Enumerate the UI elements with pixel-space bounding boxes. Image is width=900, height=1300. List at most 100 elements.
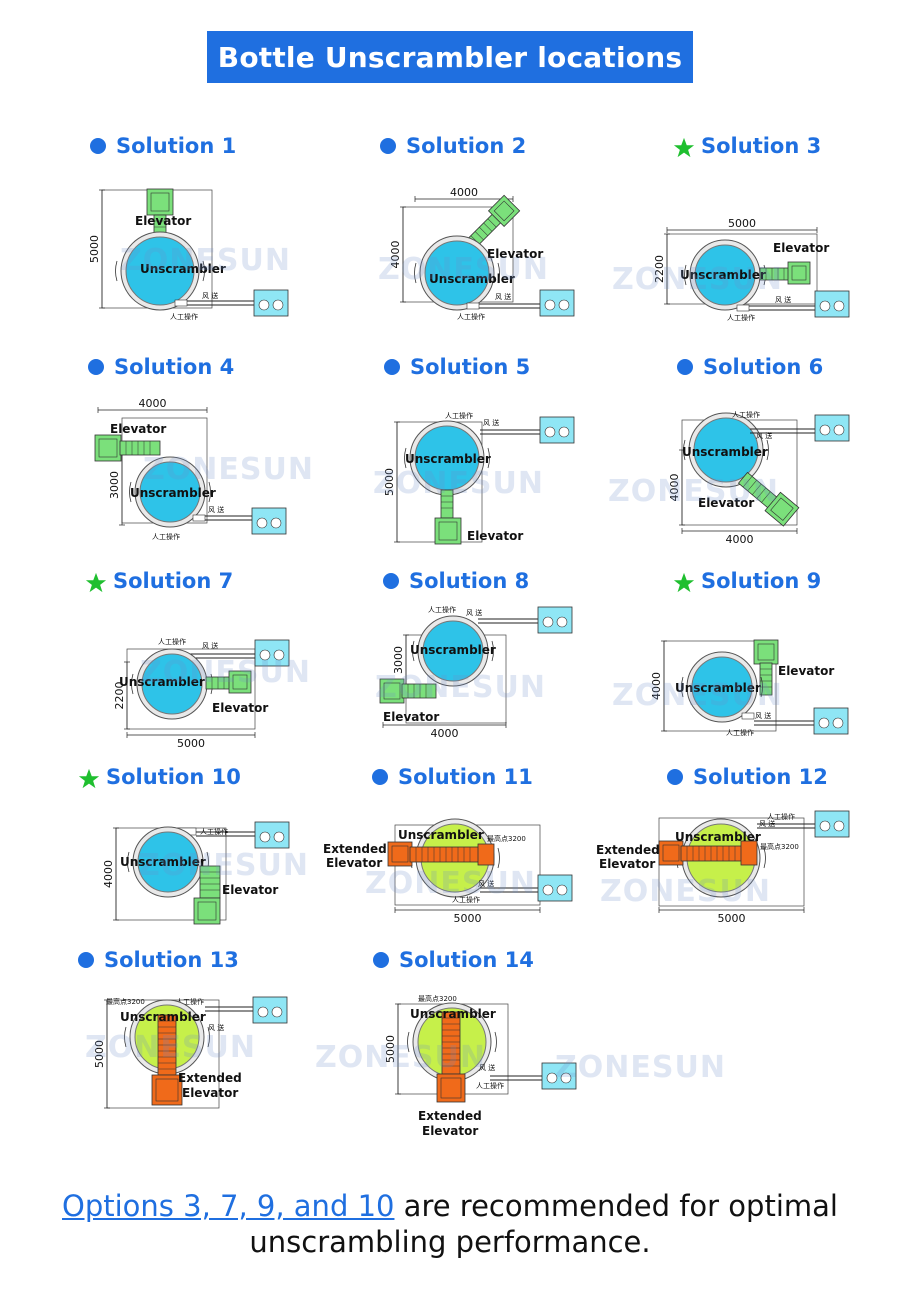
bullet-dot-icon xyxy=(677,359,693,375)
manual-label: 人工操作 xyxy=(445,411,473,420)
station-hole xyxy=(271,1006,283,1018)
bullet-dot-icon xyxy=(372,769,388,785)
elevator-conveyor xyxy=(199,865,221,899)
feed-box xyxy=(174,299,188,307)
unscrambler-label: Unscrambler xyxy=(675,681,761,695)
dimension-label: 4000 xyxy=(139,397,167,410)
station-hole xyxy=(819,820,831,832)
hopper-inner xyxy=(197,901,217,921)
elevator-label: Elevator xyxy=(773,241,829,255)
station-hole xyxy=(544,426,556,438)
recommendation-note: Options 3, 7, 9, and 10 are recommended … xyxy=(40,1188,860,1260)
unscrambler-label: Unscrambler xyxy=(140,262,226,276)
diagram-svg: 5000最高点3200UnscramblerExtendedElevator风 … xyxy=(384,994,577,1138)
station-hole xyxy=(273,831,285,843)
rung xyxy=(487,218,497,228)
hopper xyxy=(387,841,413,867)
elevator-label: Elevator xyxy=(467,529,523,543)
bullet-dot-icon xyxy=(88,359,104,375)
feed-label: 风 送 xyxy=(202,641,218,650)
bowl xyxy=(125,236,195,306)
manual-label: 人工操作 xyxy=(152,532,180,541)
rotation-arrow xyxy=(124,1026,127,1048)
bullet-dot-icon xyxy=(90,138,106,154)
solution-label: Solution 8 xyxy=(409,569,530,593)
rotation-arrow xyxy=(766,439,769,461)
solution-6-heading: Solution 6 xyxy=(677,352,823,382)
dimension-label: 4000 xyxy=(389,241,402,269)
diagram-svg: 22005000人工操作风 送UnscramblerElevator xyxy=(113,637,290,750)
height-label: 最高点3200 xyxy=(106,997,145,1006)
solution-5-heading: Solution 5 xyxy=(384,352,530,382)
solution-2-heading: Solution 2 xyxy=(380,131,526,161)
station-hole xyxy=(819,424,831,436)
bowl xyxy=(694,244,756,306)
station-hole xyxy=(542,616,554,628)
hopper-inner xyxy=(438,521,458,541)
dimension-label: 4000 xyxy=(431,727,459,740)
unscrambler-label: Unscrambler xyxy=(120,1010,206,1024)
station-hole xyxy=(556,616,568,628)
solution-label: Solution 14 xyxy=(399,948,534,972)
rotation-arrow xyxy=(684,264,687,286)
station-hole xyxy=(273,649,285,661)
elevator-label: Elevator xyxy=(422,1124,478,1138)
elevator-conveyor xyxy=(441,1011,461,1075)
feed-box xyxy=(192,514,206,522)
station-hole xyxy=(270,517,282,529)
dimension-label: 5000 xyxy=(93,1040,106,1068)
elevator-conveyor xyxy=(401,683,437,699)
hopper-inner xyxy=(155,1078,179,1102)
feed-label: 风 送 xyxy=(208,505,224,514)
station-hole xyxy=(833,820,845,832)
rung xyxy=(479,226,489,236)
station-hole xyxy=(558,299,570,311)
solution-label: Solution 1 xyxy=(116,134,237,158)
feed-box xyxy=(466,302,480,310)
solution-label: Solution 12 xyxy=(693,765,828,789)
unscrambler-label: Unscrambler xyxy=(120,855,206,869)
manual-label: 人工操作 xyxy=(428,605,456,614)
solution-label: Solution 10 xyxy=(106,765,241,789)
unscrambler-label: Unscrambler xyxy=(405,452,491,466)
elevator-conveyor xyxy=(205,676,232,690)
solution-label: Solution 2 xyxy=(406,134,527,158)
feed-label: 风 送 xyxy=(466,608,482,617)
feed-label: 风 送 xyxy=(775,295,791,304)
hopper-inner xyxy=(232,674,248,690)
station-hole xyxy=(256,517,268,529)
dimension-label: 2200 xyxy=(113,682,126,710)
solution-10-heading: Solution 10 xyxy=(78,762,241,792)
manual-label: 人工操作 xyxy=(176,997,204,1006)
elevator-label: Elevator xyxy=(487,247,543,261)
solution-4-heading: Solution 4 xyxy=(88,352,234,382)
options-link[interactable]: Options 3, 7, 9, and 10 xyxy=(62,1189,395,1223)
hopper-inner xyxy=(493,200,515,222)
recommendation-text: are recommended for optimal unscrambling… xyxy=(249,1189,838,1259)
solution-label: Solution 13 xyxy=(104,948,239,972)
unscrambler-label: Unscrambler xyxy=(682,445,768,459)
rotation-arrow xyxy=(763,847,766,869)
bowl xyxy=(691,656,753,718)
solution-label: Solution 5 xyxy=(410,355,531,379)
hopper-inner xyxy=(440,1077,462,1099)
dimension-label: 5000 xyxy=(728,217,756,230)
rotation-arrow xyxy=(208,481,211,503)
unscrambler-label: Unscrambler xyxy=(429,272,515,286)
rotation-arrow xyxy=(131,673,134,695)
elevator-label: Elevator xyxy=(326,856,382,870)
rotation-arrow xyxy=(683,439,686,461)
unscrambler-label: Unscrambler xyxy=(130,486,216,500)
rung xyxy=(756,487,767,499)
